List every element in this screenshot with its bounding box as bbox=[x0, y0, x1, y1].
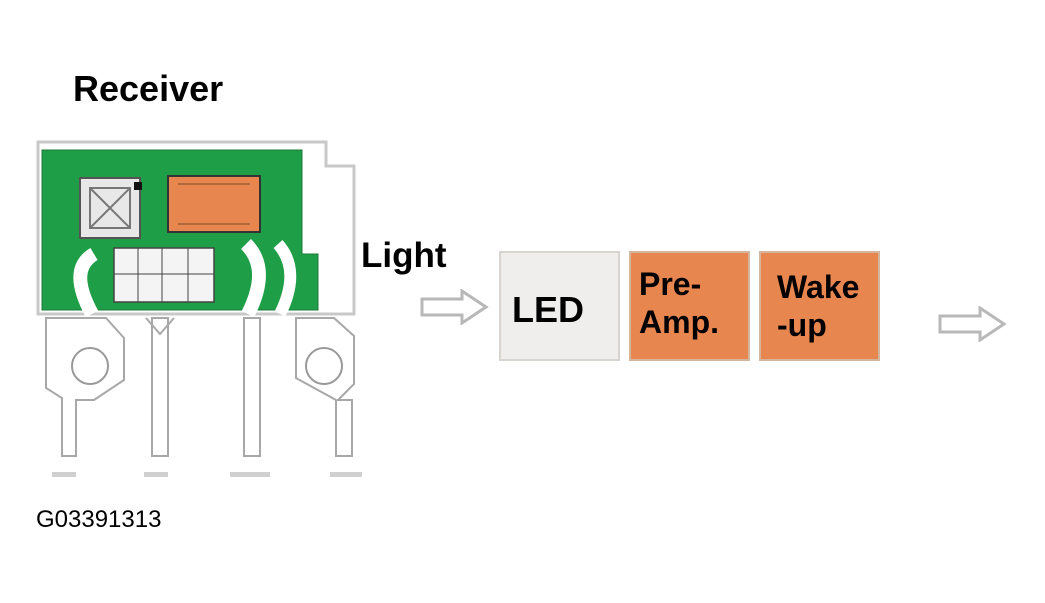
right-arrow-icon bbox=[938, 306, 1007, 342]
led-block: LED bbox=[499, 251, 620, 361]
block-label: -up bbox=[777, 307, 827, 343]
block-label: Wake bbox=[777, 269, 860, 305]
image-code: G03391313 bbox=[36, 506, 162, 533]
block-label: LED bbox=[512, 289, 584, 330]
block-label: Amp. bbox=[639, 304, 719, 340]
diagram-title: Receiver bbox=[73, 68, 224, 109]
receiver-pcb-illustration bbox=[36, 140, 362, 477]
right-arrow-icon bbox=[420, 289, 489, 325]
pre-amp-block: Pre- Amp. bbox=[629, 251, 750, 361]
input-label: Light bbox=[361, 236, 447, 275]
block-label: Pre- bbox=[639, 266, 702, 302]
wake-up-block: Wake -up bbox=[759, 251, 880, 361]
